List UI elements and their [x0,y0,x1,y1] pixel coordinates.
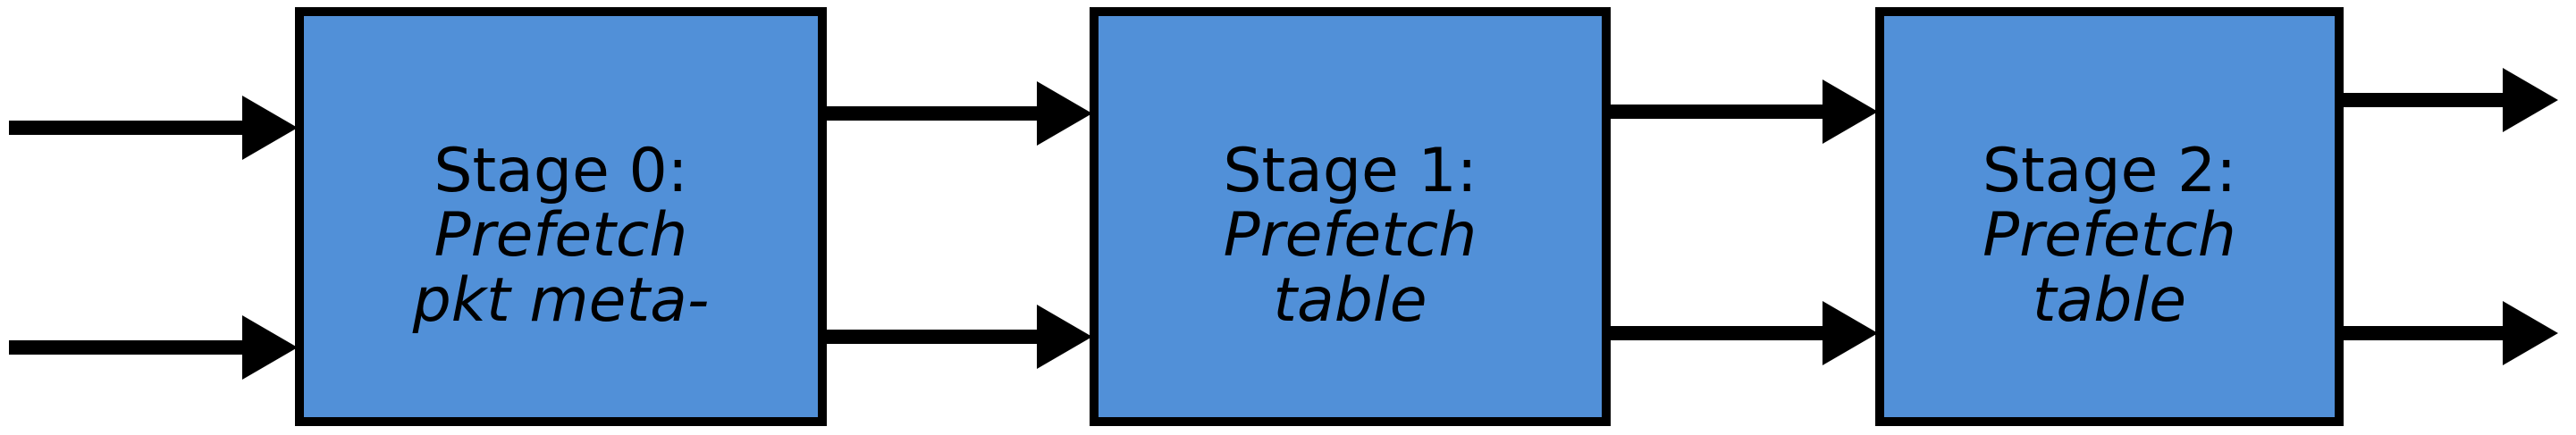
stage-2-subtitle-line-1: Prefetch [1983,200,2236,272]
stage-0-subtitle-line-1: Prefetch [434,200,688,272]
stage-1-text-block: Stage 1: Prefetch table [1223,139,1477,332]
output-arrow-top [2342,68,2558,132]
stage-box-2[interactable]: Stage 2: Prefetch table [1875,7,2344,426]
output-arrow-bottom [2342,301,2558,365]
stage-box-1[interactable]: Stage 1: Prefetch table [1090,7,1611,426]
stage1-to-stage2-bottom [1609,301,1878,365]
stage-box-0[interactable]: Stage 0: Prefetch pkt meta- [295,7,827,426]
stage-2-title: Stage 2: [1982,136,2237,207]
stage-2-subtitle-line-2: table [2032,264,2187,336]
stage-0-text-block: Stage 0: Prefetch pkt meta- [413,139,710,332]
input-arrow-top [9,96,298,160]
stage-1-title: Stage 1: [1223,136,1477,207]
stage0-to-stage1-bottom [822,305,1092,369]
stage-0-title: Stage 0: [434,136,688,207]
input-arrow-bottom [9,315,298,380]
stage-1-subtitle-line-1: Prefetch [1223,200,1477,272]
stage1-to-stage2-top [1609,79,1878,144]
stage0-to-stage1-top [822,81,1092,146]
stage-2-text-block: Stage 2: Prefetch table [1983,139,2236,332]
stage-0-subtitle-line-2: pkt meta- [412,264,710,336]
stage-1-subtitle-line-2: table [1273,264,1427,336]
